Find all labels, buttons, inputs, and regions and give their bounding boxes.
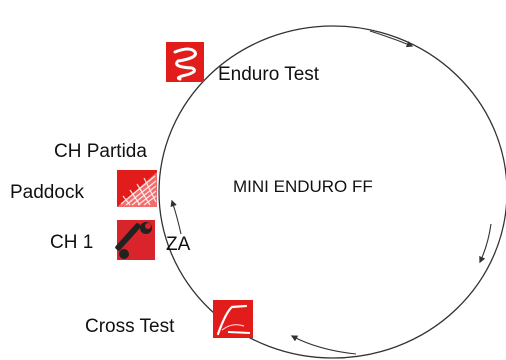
course-center-label: MINI ENDURO FF: [233, 177, 373, 196]
cross-test-label: Cross Test: [85, 316, 175, 337]
za-label: ZA: [166, 234, 191, 255]
wrench-icon: [115, 220, 155, 260]
cross-test-icon: [213, 300, 253, 338]
paddock-icon: [117, 170, 157, 207]
direction-arrows: [170, 30, 492, 355]
direction-arrow-bottom: [290, 335, 357, 355]
ch-partida-label: CH Partida: [54, 141, 147, 162]
enduro-test-icon: [166, 42, 204, 82]
direction-arrow-right: [479, 223, 492, 264]
enduro-test-label: Enduro Test: [218, 64, 320, 85]
direction-arrow-top: [369, 30, 414, 48]
paddock-label: Paddock: [10, 182, 84, 203]
direction-arrow-left: [170, 199, 182, 235]
ch1-label: CH 1: [50, 232, 93, 253]
course-circuit: [158, 25, 506, 359]
